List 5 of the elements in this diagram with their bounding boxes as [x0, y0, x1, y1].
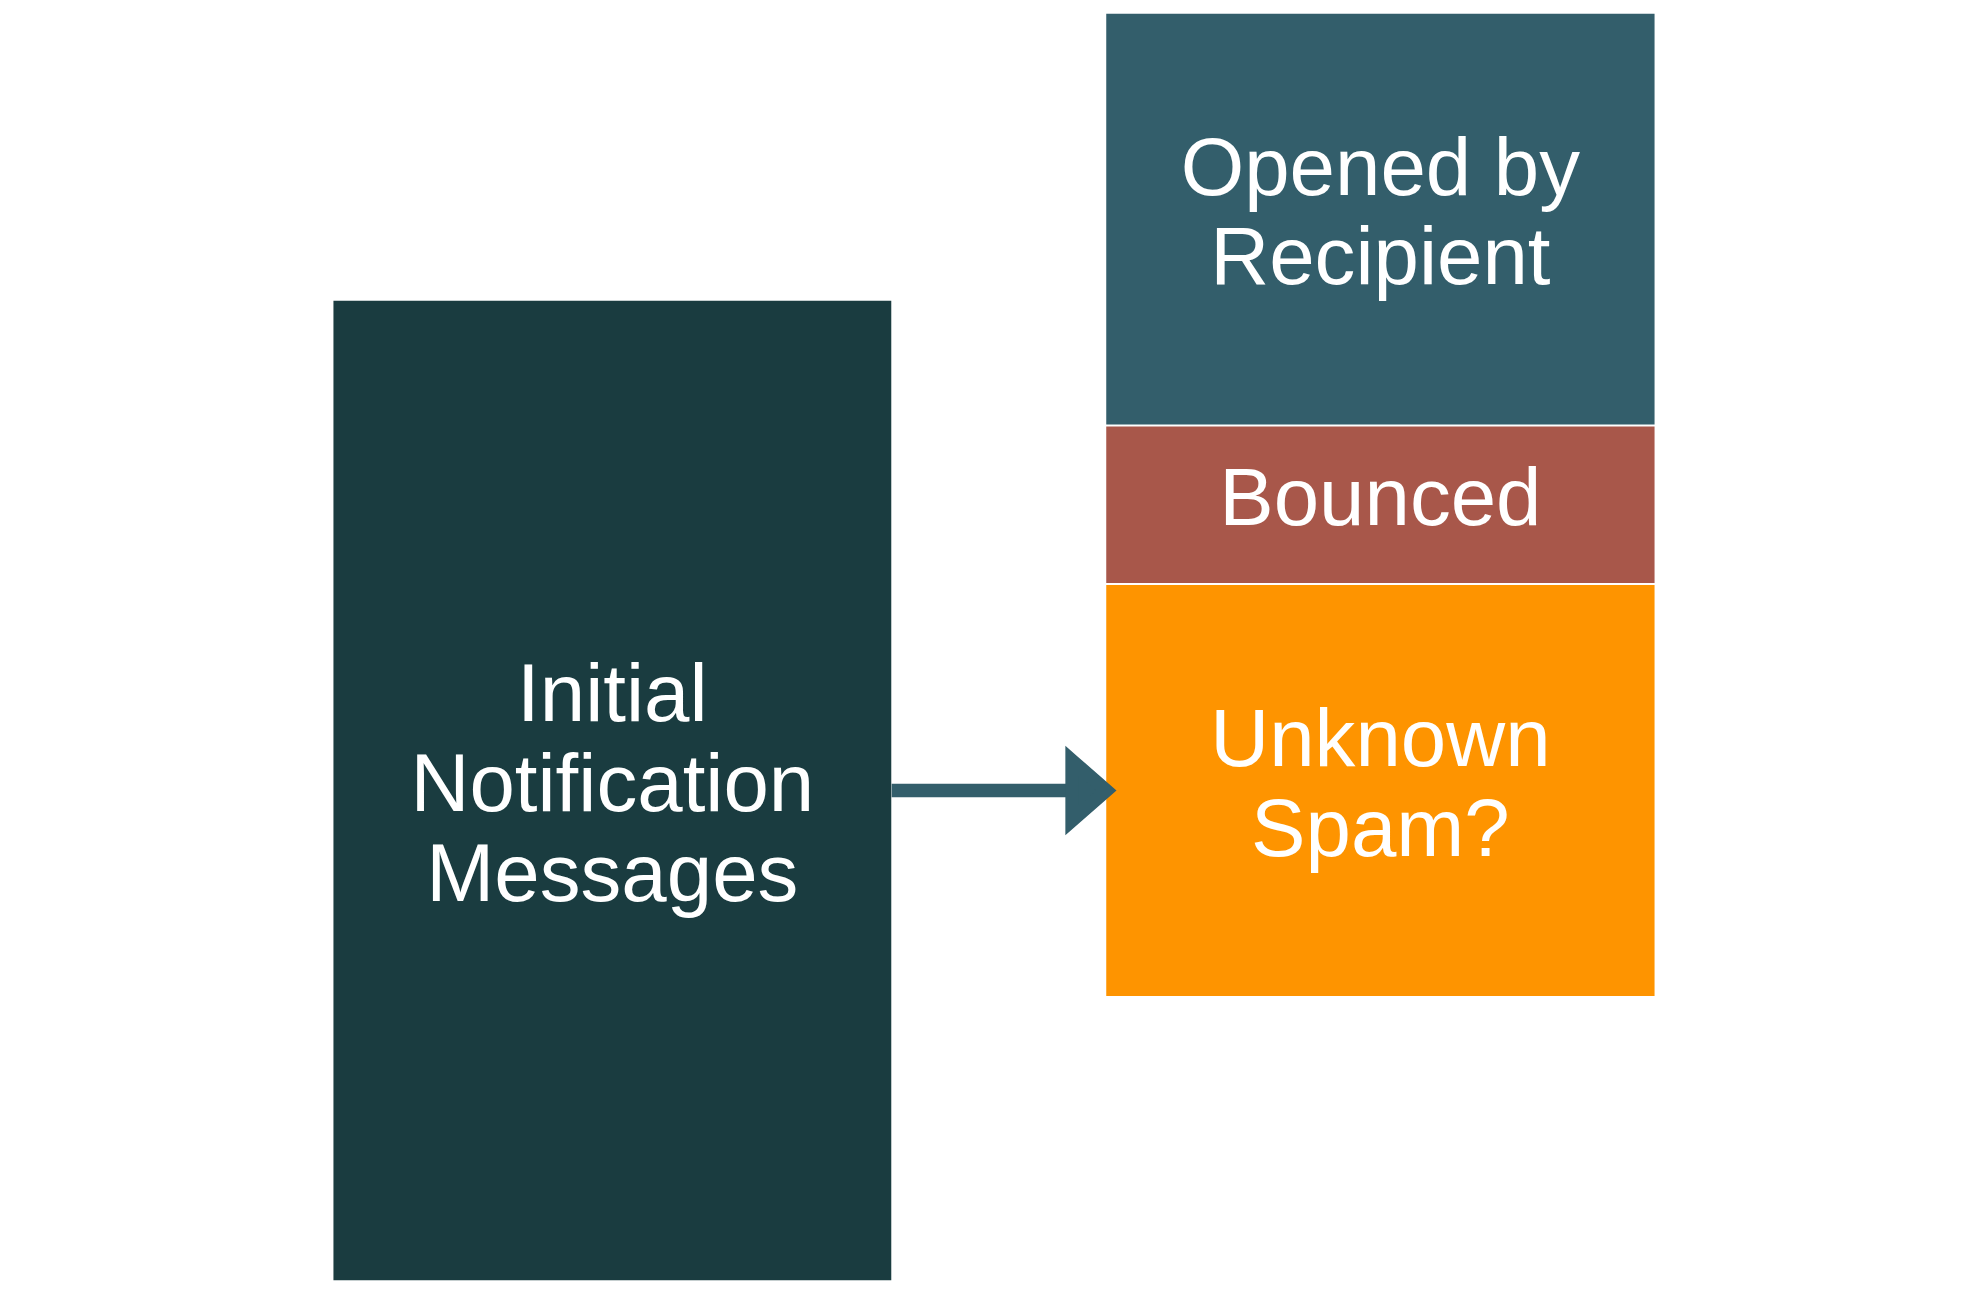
node-box: Opened by Recipient [1106, 13, 1655, 425]
node-box: Initial Notification Messages [333, 300, 892, 1281]
arrow [891, 745, 1117, 836]
node-box: Bounced [1106, 426, 1655, 584]
node-box: Unknown Spam? [1106, 585, 1655, 996]
